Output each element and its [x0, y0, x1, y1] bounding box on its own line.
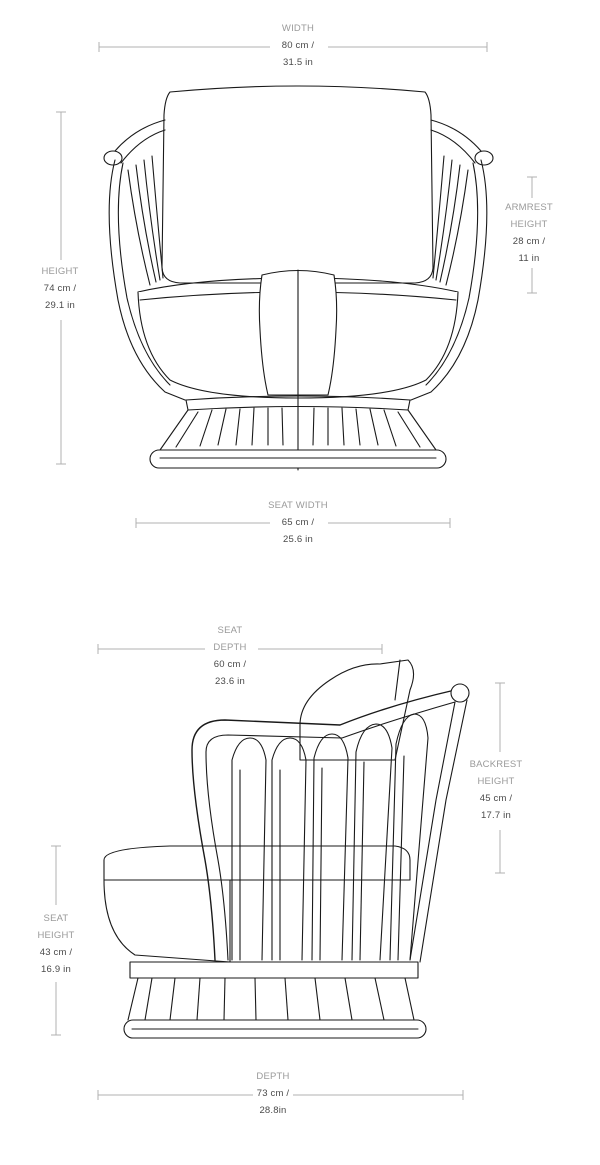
seat-depth-label-1: SEAT [217, 625, 243, 636]
seat-height-dimension: SEAT HEIGHT 43 cm / 16.9 in [16, 910, 96, 978]
seat-depth-imperial: 23.6 in [215, 676, 245, 687]
seat-height-label-1: SEAT [43, 913, 69, 924]
backrest-height-imperial: 17.7 in [481, 810, 511, 821]
seat-width-dimension: SEAT WIDTH 65 cm / 25.6 in [243, 497, 353, 548]
backrest-height-label-2: HEIGHT [477, 776, 515, 787]
seat-depth-label-2: DEPTH [213, 642, 247, 653]
depth-label: DEPTH [256, 1071, 290, 1082]
backrest-height-label-1: BACKREST [469, 759, 523, 770]
seat-height-metric: 43 cm / [39, 947, 73, 958]
seat-height-label-2: HEIGHT [37, 930, 75, 941]
depth-dimension: DEPTH 73 cm / 28.8in [233, 1068, 313, 1119]
seat-width-metric: 65 cm / [281, 517, 315, 528]
height-imperial: 29.1 in [45, 300, 75, 311]
armrest-height-imperial: 11 in [518, 253, 540, 264]
armrest-height-metric: 28 cm / [512, 236, 546, 247]
height-dimension: HEIGHT 74 cm / 29.1 in [20, 263, 100, 314]
seat-depth-dimension: SEAT DEPTH 60 cm / 23.6 in [190, 622, 270, 690]
seat-width-label: SEAT WIDTH [268, 500, 328, 511]
height-label: HEIGHT [41, 266, 79, 277]
chair-side-view [103, 659, 470, 1039]
backrest-height-dimension: BACKREST HEIGHT 45 cm / 17.7 in [456, 756, 536, 824]
depth-imperial: 28.8in [259, 1105, 287, 1116]
seat-width-imperial: 25.6 in [283, 534, 313, 545]
width-metric: 80 cm / [281, 40, 315, 51]
armrest-height-dimension: ARMREST HEIGHT 28 cm / 11 in [489, 199, 569, 267]
width-label: WIDTH [281, 23, 315, 34]
armrest-height-label-1: ARMREST [505, 202, 553, 213]
depth-metric: 73 cm / [256, 1088, 290, 1099]
width-imperial: 31.5 in [283, 57, 313, 68]
width-dimension: WIDTH 80 cm / 31.5 in [243, 20, 353, 71]
backrest-height-metric: 45 cm / [479, 793, 513, 804]
seat-depth-metric: 60 cm / [213, 659, 247, 670]
dimension-lines [51, 42, 537, 1100]
seat-height-imperial: 16.9 in [41, 964, 71, 975]
height-metric: 74 cm / [43, 283, 77, 294]
chair-front-view [103, 85, 494, 471]
armrest-height-label-2: HEIGHT [510, 219, 548, 230]
